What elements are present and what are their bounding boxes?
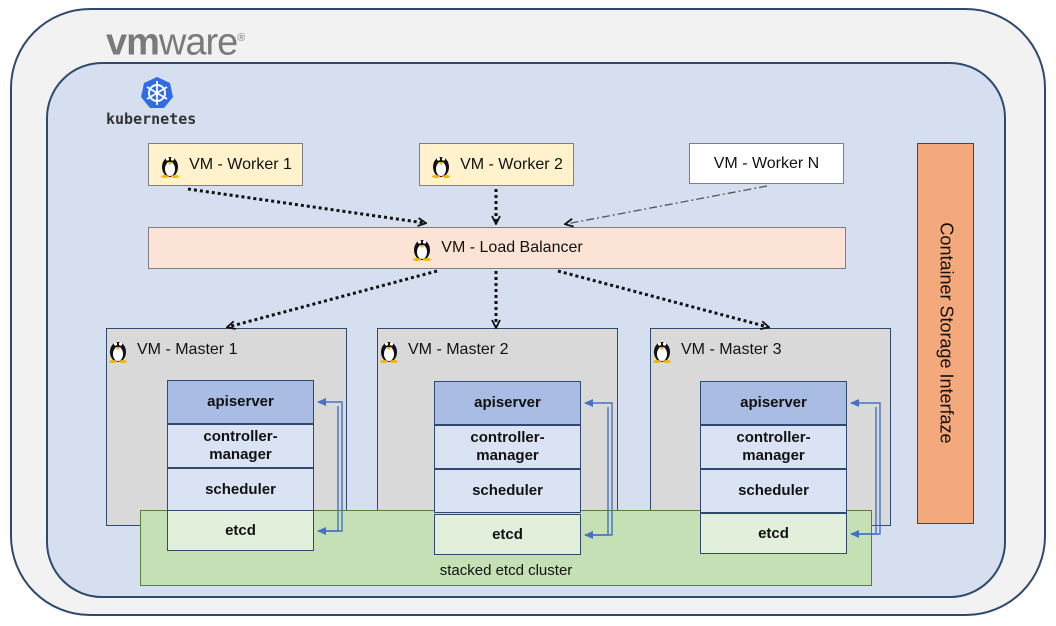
- apiserver-label: apiserver: [207, 393, 274, 410]
- arrow-lb-to-master3: [557, 269, 768, 327]
- master-3-apiserver: apiserver: [700, 381, 847, 425]
- arrow-apiserver-to-etcd-2: [584, 407, 609, 539]
- linux-tux-icon: [380, 342, 398, 363]
- etcd-label: etcd: [492, 525, 523, 543]
- load-balancer-box: VM - Load Balancer: [148, 227, 846, 269]
- worker-n-box: VM - Worker N: [689, 143, 844, 184]
- stacked-etcd-cluster-label: stacked etcd cluster: [439, 562, 573, 579]
- kubernetes-icon: [141, 77, 173, 108]
- scheduler-label: scheduler: [472, 482, 543, 499]
- controller-manager-label-line1: controller-: [203, 428, 278, 445]
- controller-manager-label-line1: controller-: [736, 429, 811, 446]
- arrow-workerN-to-lb: [566, 185, 768, 224]
- master-1-apiserver: apiserver: [167, 380, 314, 424]
- etcd-label: etcd: [225, 521, 256, 539]
- master-2-label: VM - Master 2: [408, 341, 509, 358]
- worker-2-label: VM - Worker 2: [460, 155, 563, 173]
- master-3-controller-manager: controller-manager: [700, 425, 847, 469]
- etcd-label: etcd: [758, 524, 789, 542]
- master-2-controller-manager: controller-manager: [434, 425, 581, 469]
- load-balancer-label: VM - Load Balancer: [441, 239, 583, 256]
- apiserver-label: apiserver: [474, 394, 541, 411]
- worker-1-label: VM - Worker 1: [189, 155, 292, 173]
- master-3-label: VM - Master 3: [681, 341, 782, 358]
- linux-tux-icon: [653, 342, 671, 363]
- vmware-logo: vmware®: [106, 21, 245, 64]
- master-3-scheduler: scheduler: [700, 469, 847, 513]
- controller-manager-label-line2: manager: [742, 447, 805, 464]
- arrow-apiserver-to-etcd-3: [850, 407, 877, 538]
- master-2-scheduler: scheduler: [434, 469, 581, 513]
- master-3-etcd: etcd: [700, 513, 847, 554]
- master-1-controller-manager: controller-manager: [167, 424, 314, 468]
- linux-tux-icon: [432, 156, 451, 178]
- master-2-etcd: etcd: [434, 514, 581, 555]
- controller-manager-label-line1: controller-: [470, 429, 545, 446]
- worker-1-box: VM - Worker 1: [148, 143, 303, 186]
- controller-manager-label-line2: manager: [476, 447, 539, 464]
- linux-tux-icon: [109, 342, 127, 363]
- master-1-etcd: etcd: [167, 510, 314, 551]
- linux-tux-icon: [413, 240, 432, 261]
- apiserver-label: apiserver: [740, 394, 807, 411]
- master-2-apiserver: apiserver: [434, 381, 581, 425]
- scheduler-label: scheduler: [205, 481, 276, 498]
- controller-manager-label-line2: manager: [209, 446, 272, 463]
- linux-tux-icon: [161, 156, 180, 178]
- arrow-apiserver-to-etcd-1: [317, 406, 339, 535]
- worker-2-box: VM - Worker 2: [419, 143, 574, 186]
- arrow-lb-to-master1: [228, 269, 438, 327]
- arrow-worker1-to-lb: [187, 187, 425, 223]
- master-1-scheduler: scheduler: [167, 468, 314, 512]
- kubernetes-label: kubernetes: [106, 110, 197, 128]
- master-1-label: VM - Master 1: [137, 341, 238, 358]
- worker-n-label: VM - Worker N: [713, 154, 820, 172]
- scheduler-label: scheduler: [738, 482, 809, 499]
- container-storage-interface-box: [917, 143, 974, 524]
